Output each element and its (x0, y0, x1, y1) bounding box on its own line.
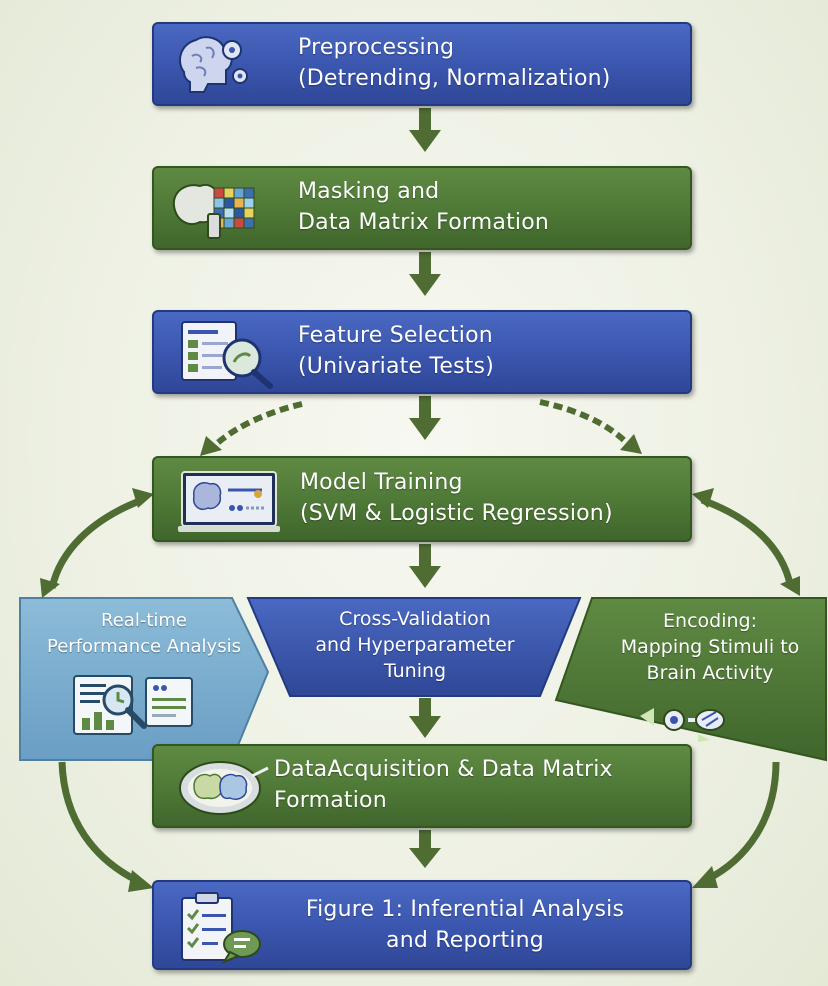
masking-title: Masking and (298, 179, 440, 204)
curve-arrow-bottom-left (58, 761, 142, 886)
document-magnifier-icon (181, 321, 273, 389)
curve-arrow-right-head-bottom (780, 576, 800, 596)
data-acquisition-subtitle: Formation (274, 788, 387, 813)
cross-validation-label: Cross-Validation and Hyperparameter Tuni… (284, 606, 546, 684)
inferential-subtitle: and Reporting (386, 928, 544, 953)
curve-arrow-right-head-top (692, 488, 714, 508)
realtime-title: Real-time (101, 610, 187, 631)
arrow-4 (409, 544, 441, 588)
inferential-title: Figure 1: Inferential Analysis (305, 897, 625, 922)
data-acquisition-box: DataAcquisition & Data Matrix Formation (152, 744, 692, 828)
model-training-subtitle: (SVM & Logistic Regression) (300, 501, 613, 526)
curve-arrow-bottom-right-head (692, 866, 718, 888)
laptop-brain-icon (178, 471, 280, 532)
realtime-subtitle: Performance Analysis (47, 636, 241, 657)
dashed-arrow-right (539, 399, 631, 447)
dashed-arrow-left-head (200, 436, 222, 456)
masking-subtitle: Data Matrix Formation (298, 210, 550, 235)
encoding-subtitle: Mapping Stimuli to (620, 636, 800, 658)
preprocessing-subtitle: (Detrending, Normalization) (298, 66, 611, 91)
masking-box: Masking and Data Matrix Formation (152, 166, 692, 250)
dashed-arrow-left (211, 401, 303, 449)
encoding-title: Encoding: (663, 610, 757, 632)
preprocessing-title: Preprocessing (298, 35, 455, 60)
brain-grid-icon (172, 184, 255, 239)
preprocessing-box: Preprocessing (Detrending, Normalization… (152, 22, 692, 106)
realtime-label: Real-time Performance Analysis (30, 608, 258, 660)
feature-selection-subtitle: (Univariate Tests) (298, 354, 495, 379)
feature-selection-box: Feature Selection (Univariate Tests) (152, 310, 692, 394)
gears-icon (640, 708, 725, 742)
curve-arrow-left (48, 496, 144, 589)
encoding-label: Encoding: Mapping Stimuli to Brain Activ… (600, 608, 820, 686)
curve-arrow-bottom-right (704, 761, 780, 884)
arrow-1 (409, 108, 441, 152)
model-training-title: Model Training (300, 470, 463, 495)
inferential-analysis-box: Figure 1: Inferential Analysis and Repor… (152, 880, 692, 970)
encoding-panel (554, 597, 827, 762)
brain-dish-icon (179, 761, 269, 815)
data-acquisition-title: DataAcquisition & Data Matrix (274, 757, 613, 782)
cross-validation-panel (246, 597, 582, 697)
cross-validation-title: Cross-Validation (339, 608, 491, 630)
arrow-2 (409, 252, 441, 296)
curve-arrow-left-head-bottom (40, 578, 60, 598)
cross-validation-subtitle-2: Tuning (383, 660, 447, 682)
curve-arrow-right (700, 496, 794, 585)
arrow-5 (409, 698, 441, 738)
feature-selection-title: Feature Selection (298, 323, 493, 348)
arrow-3 (409, 396, 441, 440)
encoding-subtitle-2: Brain Activity (646, 662, 774, 684)
dashed-arrow-right-head (620, 434, 642, 454)
arrow-6 (409, 830, 441, 868)
clipboard-chat-icon (181, 892, 261, 965)
model-training-box: Model Training (SVM & Logistic Regressio… (152, 456, 692, 542)
curve-arrow-left-head-top (132, 488, 154, 508)
report-magnifier-icon (73, 675, 193, 735)
brain-gears-icon (179, 36, 248, 93)
cross-validation-subtitle: and Hyperparameter (315, 634, 515, 656)
curve-arrow-bottom-left-head (128, 870, 154, 892)
flow-arrows (409, 108, 441, 868)
